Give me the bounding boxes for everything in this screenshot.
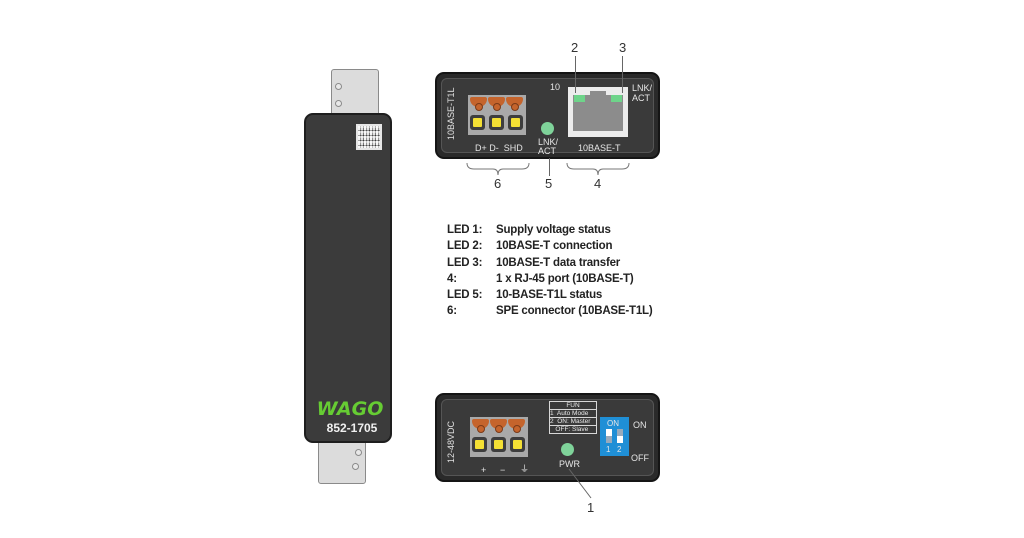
terminal-lever [490, 419, 507, 433]
terminal-hole [491, 437, 506, 452]
led5-label-line2: ACT [538, 146, 556, 156]
clip-hole [335, 83, 342, 90]
terminal-plus-label: + [481, 465, 487, 475]
voltage-side-label: 12-48VDC [446, 420, 456, 463]
power-terminal-block [470, 417, 528, 457]
legend-key: LED 3: [447, 256, 483, 269]
dip-knob [617, 436, 623, 443]
clip-hole [355, 449, 362, 456]
legend-key: LED 5: [447, 289, 483, 302]
legend-key: 4: [447, 272, 457, 285]
fun-row-2b: OFF: Slave [550, 425, 596, 433]
terminal-lever [508, 419, 525, 433]
terminal-hole [508, 115, 523, 130]
dip-sw2-number: 2 [617, 445, 622, 454]
legend-value: 10-BASE-T1L status [496, 289, 603, 302]
legend-key: 6: [447, 305, 457, 318]
fun-row-2a: 2 ON: Master [550, 417, 596, 425]
din-rail-clip-bottom [318, 440, 366, 484]
leader-line-5 [549, 158, 550, 176]
rj45-notch [590, 91, 606, 99]
legend-value: Supply voltage status [496, 224, 611, 236]
legend-value: SPE connector (10BASE-T1L) [496, 305, 653, 318]
callout-4: 4 [594, 176, 602, 191]
terminal-hole [489, 115, 504, 130]
spe-terminal-block [468, 95, 526, 135]
function-table: FUN 1 Auto Mode 2 ON: Master OFF: Slave [549, 401, 597, 434]
terminal-hole [510, 437, 525, 452]
legend-row: LED 3: 10BASE-T data transfer [447, 255, 652, 271]
callout-5: 5 [545, 176, 553, 191]
brace-4 [566, 162, 630, 176]
legend-value: 10BASE-T data transfer [496, 256, 621, 269]
wago-logo: WAGO [316, 398, 384, 420]
leader-line-1 [568, 468, 592, 499]
terminal-lever [488, 97, 505, 111]
dip-switch-1[interactable] [606, 429, 612, 443]
legend-value: 1 x RJ-45 port (10BASE-T) [496, 272, 634, 285]
rj45-port [568, 87, 628, 137]
legend: LED 1: Supply voltage status LED 2: 10BA… [447, 222, 653, 320]
legend-row: LED 1: Supply voltage status [447, 222, 652, 238]
lnk-act-label-line2: ACT [632, 93, 650, 103]
legend-row: LED 5: 10-BASE-T1L status [447, 287, 652, 303]
callout-2: 2 [571, 40, 579, 55]
dip-knob [606, 429, 612, 436]
callout-1: 1 [587, 500, 595, 515]
t1l-side-label: 10BASE-T1L [446, 87, 456, 140]
fun-row-1: 1 Auto Mode [550, 409, 596, 417]
din-rail-clip-top [331, 69, 379, 117]
legend-key: LED 1: [447, 224, 483, 236]
callout-3: 3 [619, 40, 627, 55]
dip-switch-2[interactable] [617, 429, 623, 443]
device-side-view: WAGO 852-1705 [304, 113, 392, 443]
led-1-pwr [561, 443, 574, 456]
dip-sw1-number: 1 [606, 445, 611, 454]
legend-row: LED 2: 10BASE-T connection [447, 238, 652, 254]
terminal-lever [470, 97, 487, 111]
terminal-lever [506, 97, 523, 111]
ground-icon: ⏚ [520, 464, 530, 474]
terminal-minus-label: − [500, 465, 506, 475]
lnk-act-label-line1: LNK/ [632, 83, 653, 93]
terminal-hole [472, 437, 487, 452]
led-2 [574, 95, 585, 102]
terminal-hole [470, 115, 485, 130]
brace-6 [466, 162, 530, 176]
callout-6: 6 [494, 176, 502, 191]
leader-line-3 [622, 56, 623, 93]
pwr-label: PWR [559, 459, 580, 469]
dip-switch[interactable]: ON 1 2 [600, 417, 629, 456]
terminal-lever [472, 419, 489, 433]
clip-hole [335, 100, 342, 107]
on-label: ON [633, 420, 647, 430]
legend-row: 4: 1 x RJ-45 port (10BASE-T) [447, 271, 652, 287]
legend-row: 6: SPE connector (10BASE-T1L) [447, 303, 653, 319]
model-number: 852-1705 [326, 421, 378, 435]
terminal-labels: D+ D- SHD [475, 143, 523, 153]
clip-hole [352, 463, 359, 470]
legend-key: LED 2: [447, 240, 483, 253]
led-5 [541, 122, 554, 135]
speed-label: 10 [550, 82, 561, 92]
led-3 [611, 95, 622, 102]
qr-code [356, 124, 382, 150]
fun-header: FUN [566, 402, 580, 409]
dip-on-text: ON [607, 419, 619, 428]
legend-value: 10BASE-T connection [496, 240, 613, 253]
off-label: OFF [631, 453, 649, 463]
led5-label-line1: LNK/ [538, 137, 559, 147]
rj45-label: 10BASE-T [578, 143, 621, 153]
leader-line-2 [575, 56, 576, 93]
